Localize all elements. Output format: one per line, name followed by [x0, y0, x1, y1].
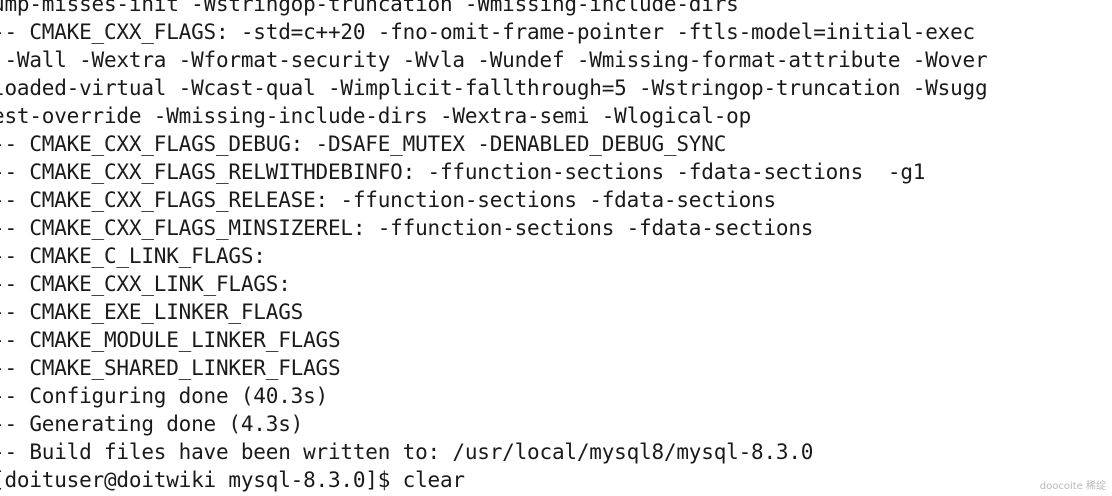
- terminal-output-line: -- Build files have been written to: /us…: [0, 440, 814, 464]
- watermark: doocoite 稀绽: [1039, 481, 1106, 492]
- terminal-output-line: loaded-virtual -Wcast-qual -Wimplicit-fa…: [0, 76, 988, 100]
- terminal-output-line: -- CMAKE_CXX_LINK_FLAGS:: [0, 272, 291, 296]
- terminal-output-line: -- CMAKE_C_LINK_FLAGS:: [0, 244, 266, 268]
- terminal-output-line: -- CMAKE_CXX_FLAGS: -std=c++20 -fno-omit…: [0, 20, 976, 44]
- terminal-prompt-line[interactable]: [doituser@doitwiki mysql-8.3.0]$ clear: [0, 466, 465, 494]
- terminal-output-line: -- CMAKE_CXX_FLAGS_DEBUG: -DSAFE_MUTEX -…: [0, 132, 727, 156]
- terminal-output-line: ump-misses-init -Wstringop-truncation -W…: [0, 0, 739, 16]
- terminal-output-line: -- CMAKE_CXX_FLAGS_MINSIZEREL: -ffunctio…: [0, 216, 814, 240]
- terminal-output-line: -- Configuring done (40.3s): [0, 384, 328, 408]
- terminal-output-line: -- CMAKE_MODULE_LINKER_FLAGS: [0, 328, 341, 352]
- typed-command[interactable]: clear: [402, 468, 465, 492]
- terminal-output-line: -- Generating done (4.3s): [0, 412, 304, 436]
- terminal-output-line: -- CMAKE_CXX_FLAGS_RELWITHDEBINFO: -ffun…: [0, 160, 926, 184]
- terminal-output-line: -- CMAKE_EXE_LINKER_FLAGS: [0, 300, 304, 324]
- shell-prompt: [doituser@doitwiki mysql-8.3.0]$: [0, 468, 403, 492]
- terminal-output-line: -- CMAKE_SHARED_LINKER_FLAGS: [0, 356, 341, 380]
- terminal-output-line: est-override -Wmissing-include-dirs -Wex…: [0, 104, 752, 128]
- terminal-output-line: -Wall -Wextra -Wformat-security -Wvla -W…: [0, 48, 988, 72]
- terminal-output-line: -- CMAKE_CXX_FLAGS_RELEASE: -ffunction-s…: [0, 188, 776, 212]
